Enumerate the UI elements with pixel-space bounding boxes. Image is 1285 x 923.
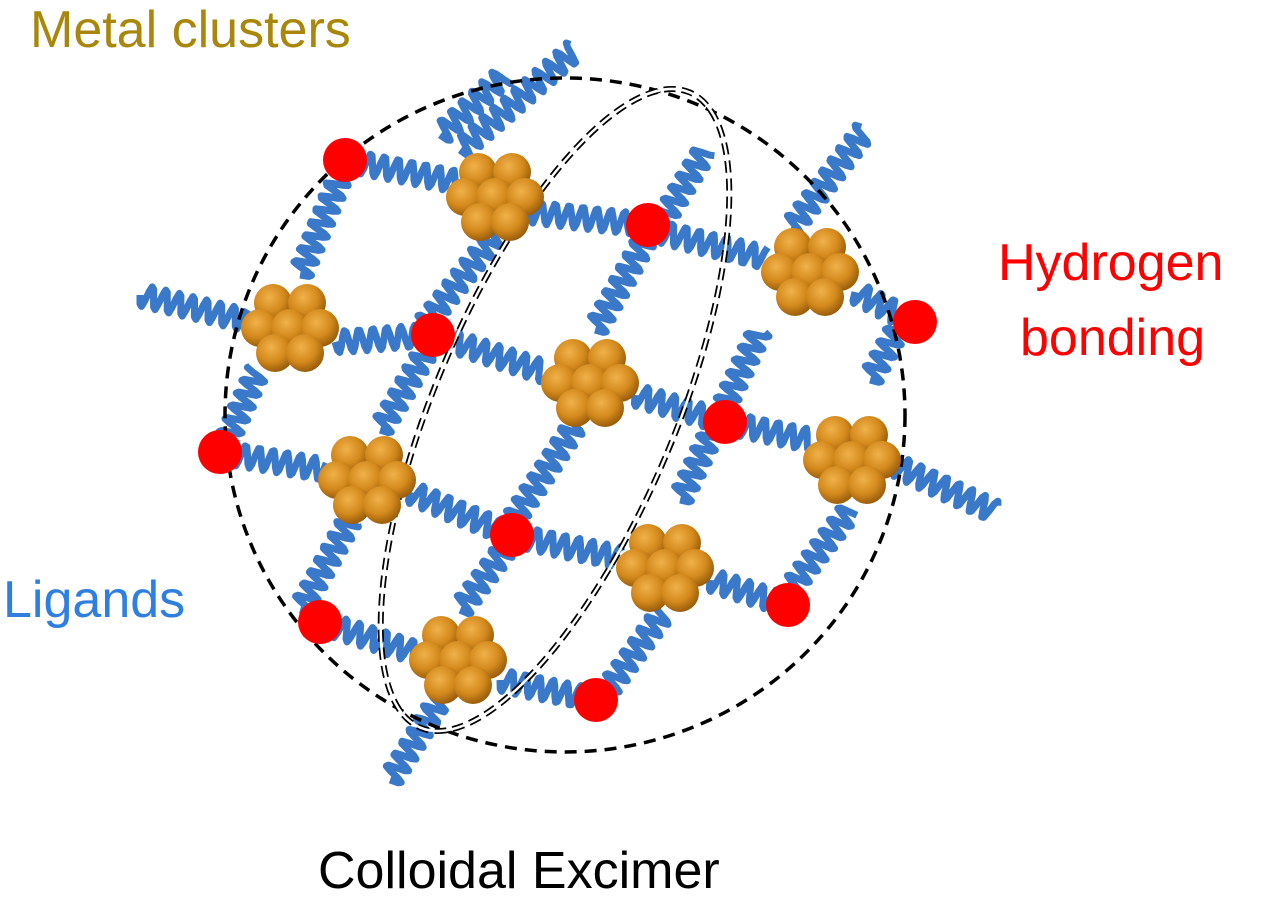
ligand-chain: [382, 692, 449, 787]
metal-atom: [256, 334, 294, 372]
ligand-chain: [372, 339, 437, 437]
metal-cluster: [241, 284, 339, 372]
ligand-chain: [656, 220, 771, 271]
ligand-chain: [783, 121, 872, 237]
ligand-chain: [652, 146, 715, 232]
metal-atom: [491, 203, 529, 241]
ligand-chain: [290, 162, 357, 280]
hydrogen-bond-dot: [298, 600, 342, 644]
metal-atom: [586, 389, 624, 427]
metal-cluster: [616, 524, 714, 612]
hydrogen-bond-dot: [893, 300, 937, 344]
hydrogen-bond-dot: [626, 203, 670, 247]
metal-cluster: [446, 153, 544, 241]
diagram-title: Colloidal Excimer: [318, 842, 720, 900]
ligand-chain: [889, 456, 1002, 521]
hydrogen-bond-dot: [490, 513, 534, 557]
metal-atom: [661, 574, 699, 612]
metal-cluster: [318, 436, 416, 524]
metal-atom: [333, 486, 371, 524]
metal-atom: [286, 334, 324, 372]
metal-atom: [363, 486, 401, 524]
ligand-chain: [136, 283, 251, 333]
ligand-chain: [292, 518, 362, 616]
metal-cluster: [409, 616, 507, 704]
hydrogen-bond-dot: [411, 313, 455, 357]
metal-cluster: [761, 228, 859, 316]
ligand-chain: [436, 68, 515, 144]
excimer-boundary-circle: [223, 76, 907, 754]
metal-atom: [631, 574, 669, 612]
metal-cluster: [541, 339, 639, 427]
hydrogen-bond-dot: [766, 583, 810, 627]
hydrogen-bond-dot: [574, 678, 618, 722]
metal-clusters-label: Metal clusters: [30, 1, 351, 59]
metal-atom: [776, 278, 814, 316]
ligands-label: Ligands: [3, 571, 186, 629]
hydrogen-label-line2: bonding: [1020, 309, 1206, 367]
ligand-chain: [457, 39, 580, 159]
ligand-chain: [587, 238, 657, 336]
metal-atom: [848, 466, 886, 504]
metal-atom: [424, 666, 462, 704]
hydrogen-bond-dot: [703, 400, 747, 444]
hydrogen-bond-dots: [198, 138, 937, 722]
ligand-chain: [503, 421, 586, 532]
metal-atom: [556, 389, 594, 427]
metal-atom: [461, 203, 499, 241]
metal-clusters: [241, 153, 901, 704]
inner-ellipse: [377, 85, 733, 735]
hydrogen-bond-dot: [323, 138, 367, 182]
metal-atom: [806, 278, 844, 316]
ligand-chain: [593, 601, 672, 707]
ligand-chain: [215, 363, 269, 451]
ligand-chain: [783, 504, 859, 598]
metal-atom: [454, 666, 492, 704]
hydrogen-label-line1: Hydrogen: [998, 234, 1224, 292]
ligand-chain: [414, 224, 509, 338]
metal-atom: [818, 466, 856, 504]
hydrogen-bond-dot: [198, 430, 242, 474]
metal-cluster: [803, 416, 901, 504]
